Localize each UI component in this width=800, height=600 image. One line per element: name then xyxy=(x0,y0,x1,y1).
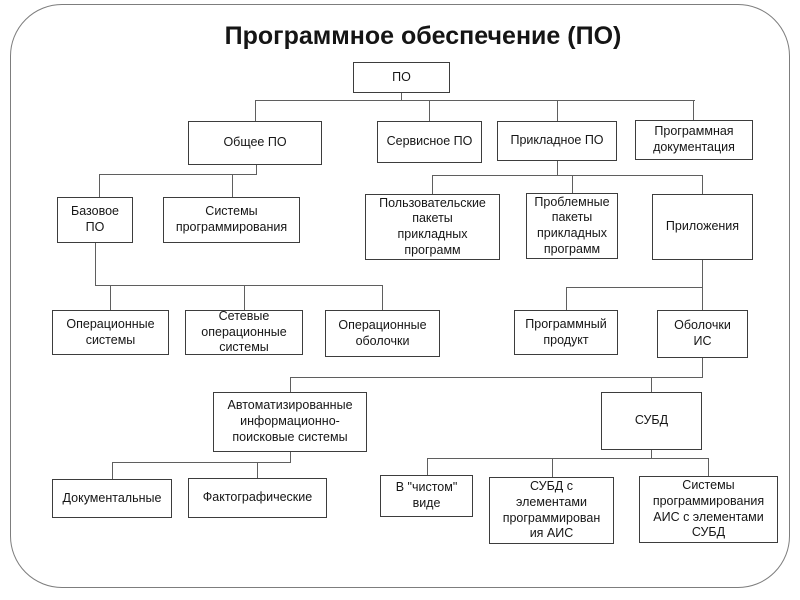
node-obolochki-is: Оболочки ИС xyxy=(657,310,748,358)
connector-line xyxy=(566,287,703,288)
connector-line xyxy=(99,174,100,197)
connector-line xyxy=(702,260,703,310)
node-setevye-operatsionnye-sistemy: Сетевые операционные системы xyxy=(185,309,303,355)
connector-line xyxy=(702,358,703,378)
connector-line xyxy=(290,377,291,392)
node-obshchee-po: Общее ПО xyxy=(188,121,322,165)
connector-line xyxy=(432,175,703,176)
connector-line xyxy=(708,458,709,476)
node-dokumentalnye: Документальные xyxy=(52,479,172,518)
connector-line xyxy=(557,161,558,176)
node-faktograficheskie: Фактографические xyxy=(188,478,327,518)
node-subd: СУБД xyxy=(601,392,702,450)
connector-line xyxy=(427,458,709,459)
node-sistemy-programmirovaniya: Системы программирования xyxy=(163,197,300,243)
connector-line xyxy=(290,452,291,462)
connector-line xyxy=(557,100,558,121)
connector-line xyxy=(429,100,430,121)
connector-line xyxy=(256,165,257,175)
connector-line xyxy=(112,462,113,479)
node-po: ПО xyxy=(353,62,450,93)
connector-line xyxy=(112,462,291,463)
connector-line xyxy=(432,175,433,194)
connector-line xyxy=(95,243,96,286)
node-subd-s-elementami-ais: СУБД с элементами программирован ия АИС xyxy=(489,477,614,544)
node-polzovatelskie-pakety: Пользовательские пакеты прикладных прогр… xyxy=(365,194,500,260)
node-aips: Автоматизированные информационно- поиско… xyxy=(213,392,367,452)
node-prikladnoe-po: Прикладное ПО xyxy=(497,121,617,161)
connector-line xyxy=(257,462,258,478)
connector-line xyxy=(566,287,567,310)
connector-line xyxy=(427,458,428,475)
node-operatsionnye-obolochki: Операционные оболочки xyxy=(325,310,440,357)
diagram-title: Программное обеспечение (ПО) xyxy=(224,22,622,50)
connector-line xyxy=(702,175,703,194)
connector-line xyxy=(255,100,695,101)
node-prilozheniya: Приложения xyxy=(652,194,753,260)
node-programmnyy-produkt: Программный продукт xyxy=(514,310,618,355)
node-operatsionnye-sistemy: Операционные системы xyxy=(52,310,169,355)
node-v-chistom-vide: В "чистом" виде xyxy=(380,475,473,517)
connector-line xyxy=(232,174,233,197)
node-servisnoe-po: Сервисное ПО xyxy=(377,121,482,163)
connector-line xyxy=(693,100,694,120)
node-bazovoe-po: Базовое ПО xyxy=(57,197,133,243)
connector-line xyxy=(255,100,256,121)
connector-line xyxy=(651,377,652,392)
node-programmnaya-dokumentatsiya: Программная документация xyxy=(635,120,753,160)
node-sistemy-programmirovaniya-ais: Системы программирования АИС с элементам… xyxy=(639,476,778,543)
connector-line xyxy=(95,285,383,286)
connector-line xyxy=(290,377,703,378)
connector-line xyxy=(99,174,257,175)
connector-line xyxy=(572,175,573,193)
connector-line xyxy=(110,285,111,310)
slide-border xyxy=(10,4,790,588)
connector-line xyxy=(552,458,553,477)
node-problemnye-pakety: Проблемные пакеты прикладных программ xyxy=(526,193,618,259)
connector-line xyxy=(244,285,245,310)
connector-line xyxy=(382,285,383,310)
connector-line xyxy=(401,93,402,101)
connector-line xyxy=(651,450,652,459)
